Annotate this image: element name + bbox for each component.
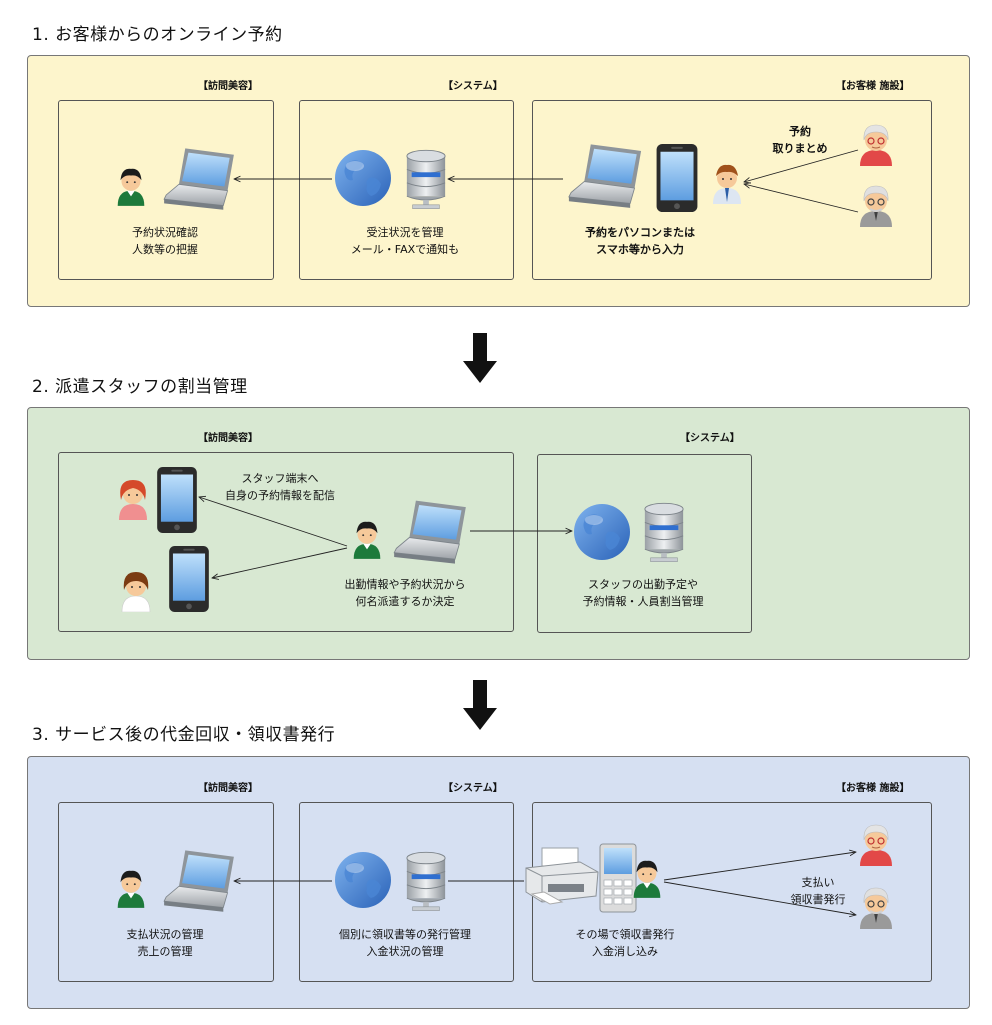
s3-system-label: 【システム】 xyxy=(443,783,503,794)
s2-visit-box xyxy=(58,452,514,632)
s1-customer-label: 【お客様 施設】 xyxy=(836,81,910,92)
s1-visit-caption: 予約状況確認人数等の把握 xyxy=(132,226,198,256)
down-arrow-icon xyxy=(463,333,497,383)
s1-visit-label: 【訪問美容】 xyxy=(198,81,258,92)
s2-visit-caption: 出勤情報や予約状況から何名派遣するか決定 xyxy=(344,578,466,608)
s1-visit-box xyxy=(58,100,274,280)
s2-visit-label: 【訪問美容】 xyxy=(198,433,258,444)
s3-visit-box xyxy=(58,802,274,982)
s2-system-label: 【システム】 xyxy=(680,433,740,444)
s1-customer-box xyxy=(532,100,932,280)
s3-customer-caption: その場で領収書発行入金消し込み xyxy=(575,928,675,958)
s1-customer-caption: 予約をパソコンまたはスマホ等から入力 xyxy=(585,226,695,256)
s1-system-caption: 受注状況を管理メール・FAXで通知も xyxy=(350,226,460,256)
s3-visit-caption: 支払状況の管理売上の管理 xyxy=(126,928,204,958)
s3-payment-note: 支払い領収書発行 xyxy=(790,876,846,906)
s1-system-box xyxy=(299,100,514,280)
down-arrow-icon xyxy=(463,680,497,730)
s3-system-caption: 個別に領収書等の発行管理入金状況の管理 xyxy=(339,928,471,958)
section-1-title: 1. お客様からのオンライン予約 xyxy=(32,25,283,45)
s3-customer-label: 【お客様 施設】 xyxy=(836,783,910,794)
section-3-title: 3. サービス後の代金回収・領収書発行 xyxy=(32,725,336,745)
s2-system-caption: スタッフの出勤予定や予約情報・人員割当管理 xyxy=(582,578,704,608)
arrow-staff-to-elder1 xyxy=(663,852,856,881)
arrow-elder1-to-rep xyxy=(744,149,859,182)
s3-visit-label: 【訪問美容】 xyxy=(198,783,258,794)
section-2-panel xyxy=(27,407,970,660)
s3-system-box xyxy=(299,802,514,982)
section-2-title: 2. 派遣スタッフの割当管理 xyxy=(32,377,248,397)
s1-system-label: 【システム】 xyxy=(443,81,503,92)
arrow-staff-to-phone1 xyxy=(199,497,348,547)
arrow-staff-to-phone2 xyxy=(212,547,348,578)
arrow-staff-to-elder2 xyxy=(663,881,856,915)
s2-distribute-note: スタッフ端末へ自身の予約情報を配信 xyxy=(225,472,335,502)
s1-gather-note: 予約取りまとめ xyxy=(772,125,828,155)
arrow-elder2-to-rep xyxy=(744,184,859,213)
s2-system-box xyxy=(537,454,752,633)
